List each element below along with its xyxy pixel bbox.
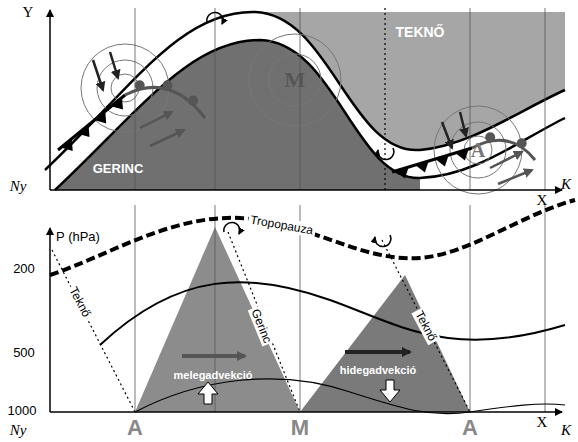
drawing-part <box>215 8 216 190</box>
front-symbol <box>111 97 123 109</box>
axis-label: Ny <box>8 422 29 439</box>
drawing-part <box>345 350 410 354</box>
drawing-part <box>442 122 452 148</box>
line-label: Teknő <box>65 283 94 321</box>
front-symbol <box>517 138 527 148</box>
region-label: GERINC <box>91 161 146 176</box>
vertical-guides <box>135 8 545 190</box>
axis-title: P (hPa) <box>54 229 102 244</box>
front-symbol <box>485 132 495 142</box>
drawing-part <box>50 189 562 191</box>
drawing-part <box>249 34 341 126</box>
region-label: TEKNŐ <box>394 24 447 40</box>
tick-label: 200 <box>11 261 37 276</box>
axis-label: X <box>535 414 550 431</box>
drawing-part <box>384 8 385 190</box>
pressure-center: A <box>125 416 145 440</box>
isobaric-surface <box>135 379 565 414</box>
axes <box>50 10 562 190</box>
drawing-part <box>378 148 394 160</box>
drawing-part <box>207 12 223 24</box>
axes <box>50 228 562 412</box>
bottom-panel <box>50 200 575 414</box>
front-symbol <box>78 125 90 137</box>
drawing-part <box>49 10 51 190</box>
drawing-part <box>300 8 301 190</box>
axis-label: Ny <box>8 178 29 195</box>
axis-label: K <box>559 176 573 193</box>
advection-arrows <box>182 352 410 356</box>
front-symbol <box>95 111 107 123</box>
drawing-part <box>545 205 546 412</box>
drawing-part <box>224 222 240 234</box>
drawing-part <box>150 130 184 146</box>
drawing-part <box>380 380 400 402</box>
isobars <box>81 34 522 194</box>
drawing-part <box>470 8 471 190</box>
drawing-part <box>460 112 466 136</box>
vertical-motion-arrows <box>198 380 400 404</box>
drawing-part <box>125 87 205 118</box>
front-symbols <box>58 80 527 178</box>
drawing-part <box>269 54 321 106</box>
drawing-part <box>49 228 51 412</box>
vorticity-arrows <box>207 12 394 159</box>
axis-label: K <box>559 422 573 439</box>
drawing-part <box>470 205 471 412</box>
drawing-part <box>228 232 300 412</box>
drawing-part <box>382 240 470 412</box>
drawing-part <box>52 250 135 412</box>
drawing-part <box>215 205 216 412</box>
front-symbol <box>395 167 408 179</box>
axis-label: X <box>535 192 550 209</box>
drawing-part <box>545 8 546 190</box>
wind-arrows-north <box>93 52 466 148</box>
isobaric-surface <box>100 282 565 345</box>
front-symbol <box>163 80 173 90</box>
front-symbol <box>392 148 472 172</box>
drawing-part <box>110 52 118 78</box>
drawing-part <box>490 152 522 168</box>
axis-tilt-lines <box>52 232 470 412</box>
front-line <box>125 87 535 160</box>
front-symbol <box>58 95 125 150</box>
top-panel <box>45 8 565 194</box>
drawing-part <box>93 60 103 90</box>
jet-band <box>45 12 565 190</box>
front-symbol <box>435 155 448 167</box>
tick-label: 1000 <box>6 403 39 418</box>
vertical-guides <box>135 205 545 412</box>
drawing-part <box>450 122 506 178</box>
pressure-center: A <box>469 139 487 161</box>
axis-label: Y <box>21 4 36 21</box>
front-symbol <box>455 149 468 161</box>
process-label: melegadvekció <box>172 369 255 382</box>
front-symbol <box>61 139 73 151</box>
tick-label: 500 <box>11 345 37 360</box>
pressure-center: A <box>460 416 480 440</box>
jet-edge <box>45 12 565 170</box>
front-symbol <box>135 80 145 90</box>
cold-advection-wedge <box>300 275 470 412</box>
process-label: hidegadvekció <box>338 364 418 377</box>
drawing-part <box>498 170 532 184</box>
drawing-part <box>50 411 562 413</box>
tropopause <box>50 200 575 275</box>
front-symbol <box>415 161 428 173</box>
pressure-center: M <box>283 68 308 92</box>
drawing-part <box>182 354 245 358</box>
wind-arrows-warm <box>140 112 532 184</box>
drawing-part <box>135 205 136 412</box>
drawing-part <box>198 382 218 404</box>
drawing-part <box>140 112 172 128</box>
pressure-center: M <box>289 416 311 440</box>
warm-advection-wedge <box>135 227 300 412</box>
jet-edge <box>55 40 565 190</box>
drawing-part <box>375 235 391 247</box>
front-symbol <box>188 96 198 106</box>
line-label: Tropopauza <box>247 212 316 238</box>
